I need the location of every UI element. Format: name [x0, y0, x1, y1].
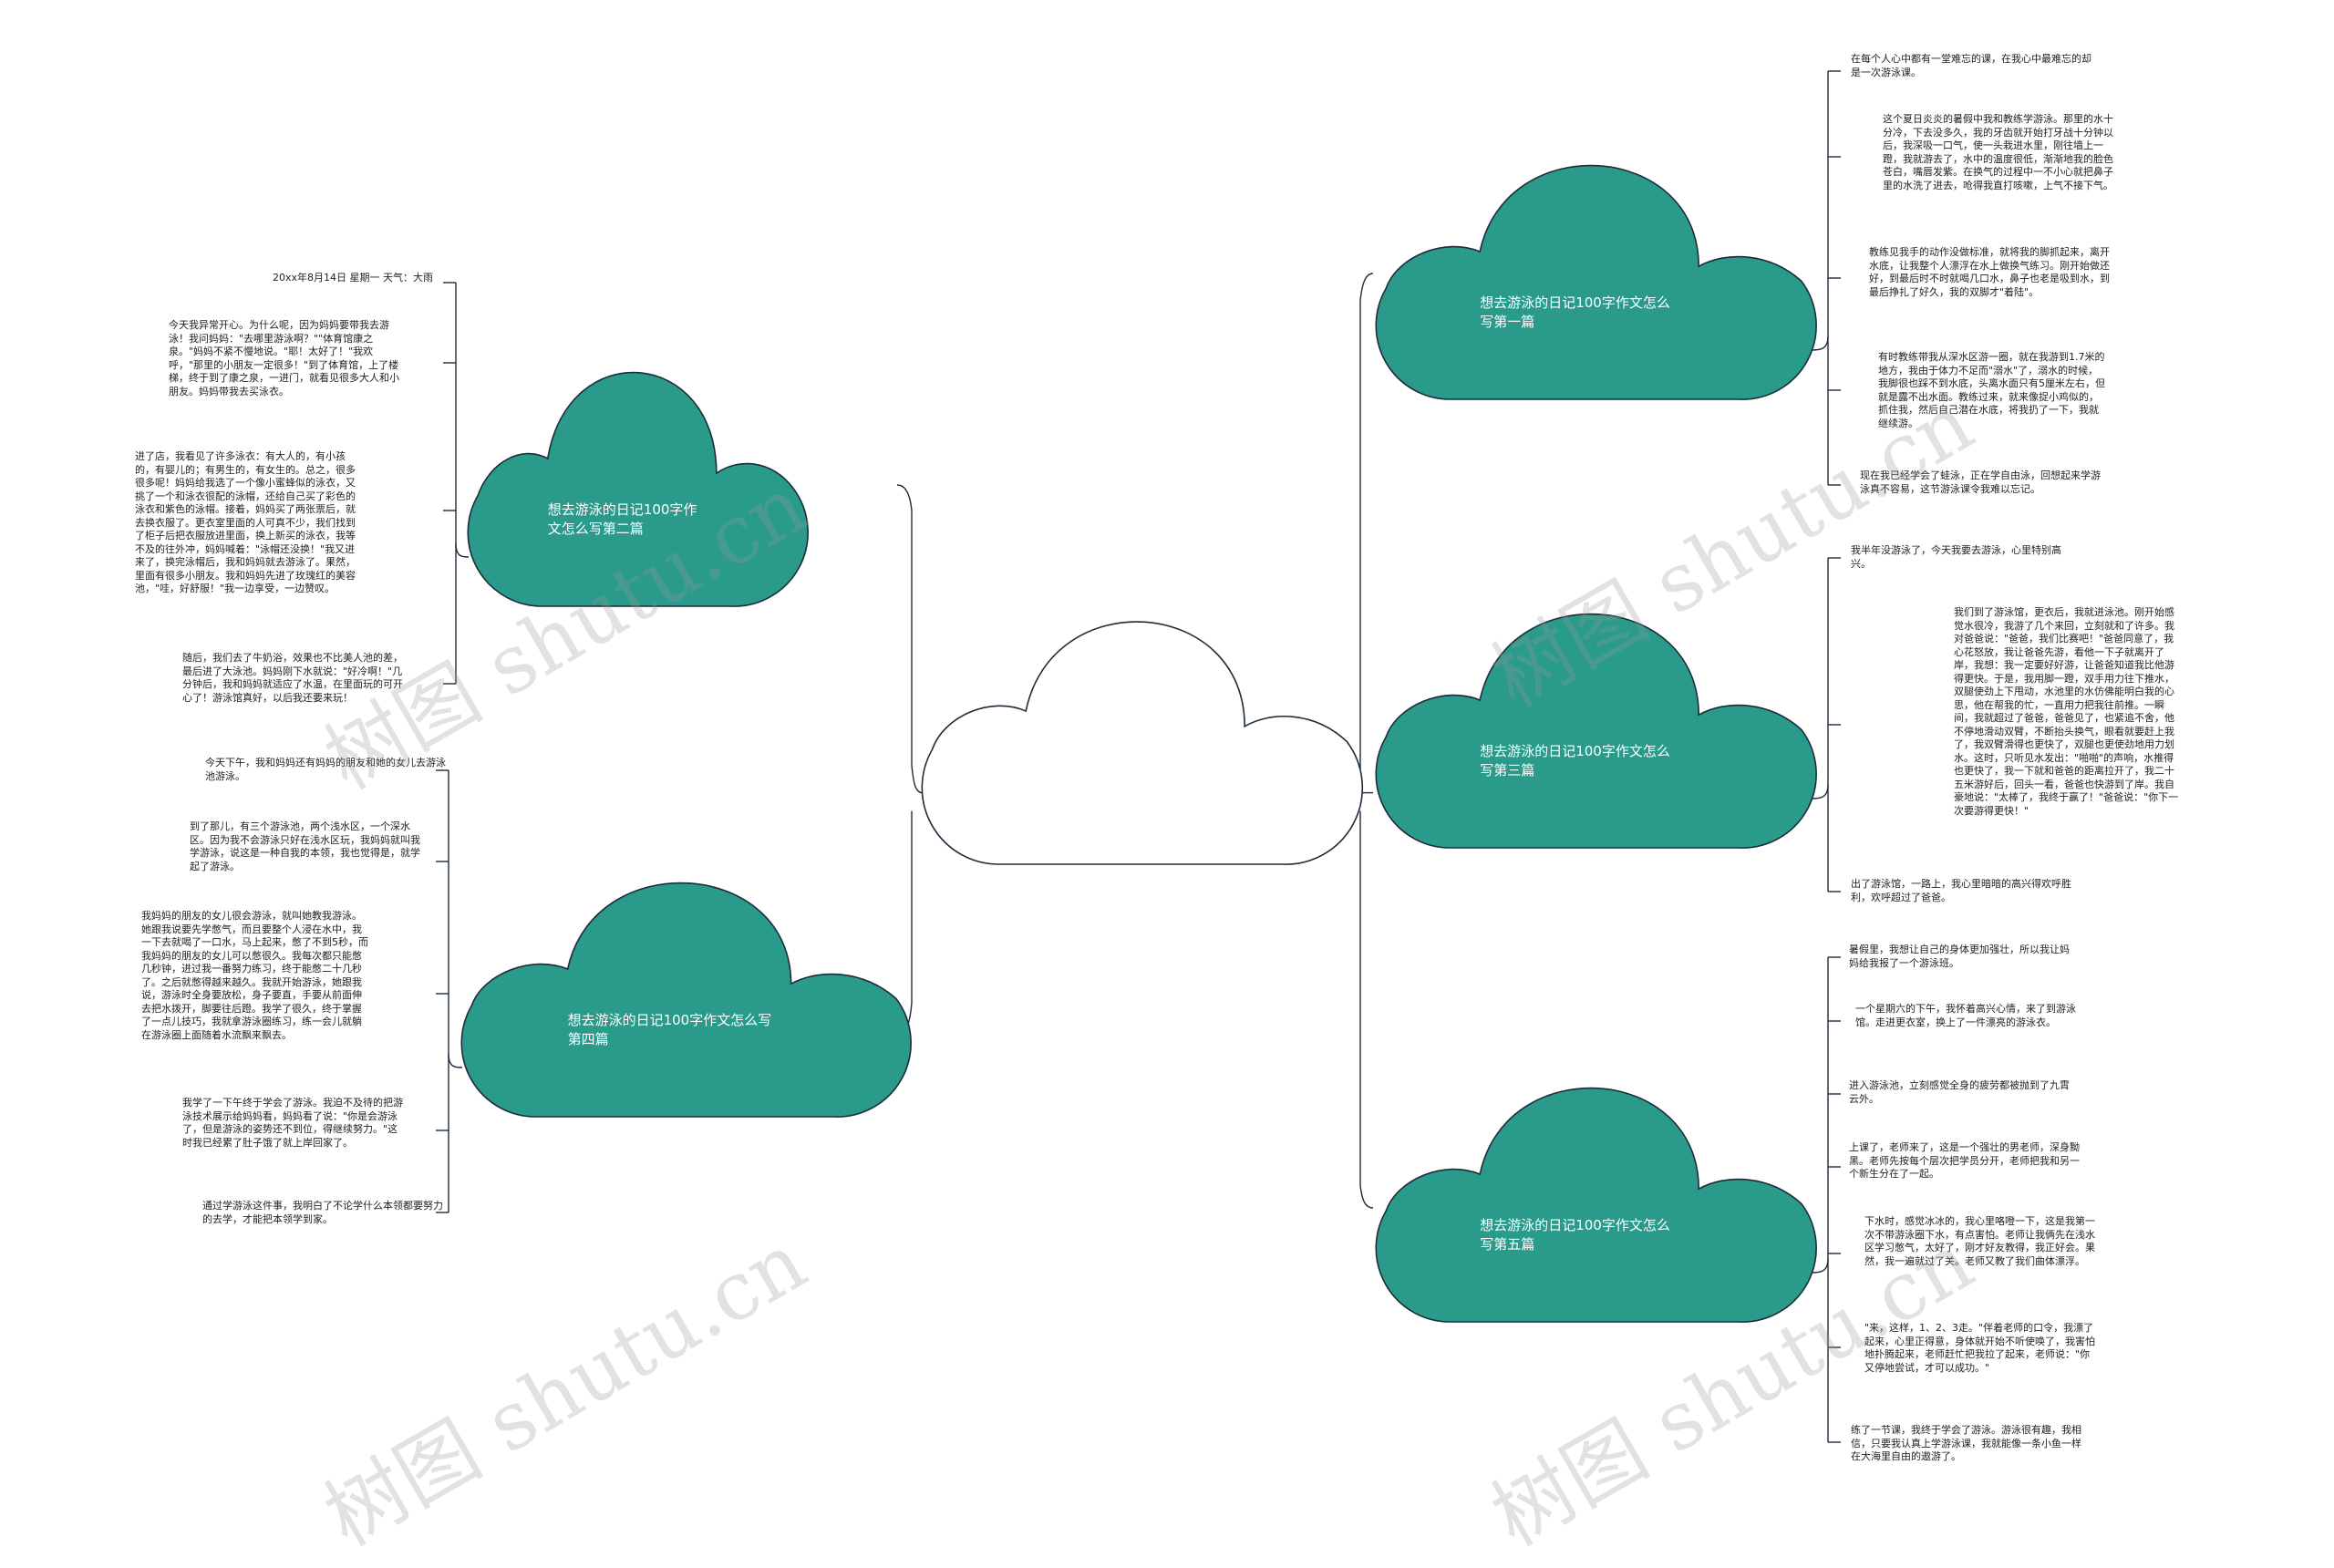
leaf-text-5-4: 上课了，老师来了，这是一个强壮的男老师，深身黝黑。老师先按每个层次把学员分开，老… [1849, 1141, 2080, 1180]
leaf-text-4-2: 到了那儿，有三个游泳池，两个浅水区，一个深水区。因为我不会游泳只好在浅水区玩，我… [190, 820, 420, 872]
center-cloud[interactable] [921, 621, 1364, 865]
leaf-text-1-2: 这个夏日炎炎的暑假中我和教练学游泳。那里的水十分冷，下去没多久，我的牙齿就开始打… [1883, 113, 2113, 191]
trunk-right-lower [1359, 810, 1374, 1209]
topic-label-3: 想去游泳的日记100字作文怎么写第三篇 [1480, 742, 1670, 779]
leaf-text-4-1: 今天下午，我和妈妈还有妈妈的朋友和她的女儿去游泳池游泳。 [205, 757, 446, 782]
trunk-left-upper [896, 484, 924, 794]
leaf-text-2-2: 今天我异常开心。为什么呢，因为妈妈要带我去游泳！我问妈妈："去哪里游泳啊？""体… [169, 319, 399, 397]
leaf-text-1-5: 现在我已经学会了蛙泳，正在学自由泳，回想起来学游泳真不容易，这节游泳课令我难以忘… [1860, 469, 2101, 495]
leaf-text-4-3: 我妈妈的朋友的女儿很会游泳，就叫她教我游泳。她跟我说要先学憋气，而且要整个人浸在… [141, 910, 368, 1041]
leaf-text-3-2: 我们到了游泳馆，更衣后，我就进泳池。刚开始感觉水很冷，我游了几个来回，立刻就和了… [1954, 606, 2179, 817]
leaf-text-5-3: 进入游泳池，立刻感觉全身的疲劳都被抛到了九霄云外。 [1849, 1079, 2070, 1105]
topic-label-1: 想去游泳的日记100字作文怎么写第一篇 [1480, 294, 1670, 330]
branch-connector-4 [448, 1053, 463, 1068]
leaf-text-2-4: 随后，我们去了牛奶浴，效果也不比美人池的差，最后进了大泳池。妈妈刚下水就说："好… [182, 652, 403, 704]
leaf-text-4-5: 通过学游泳这件事，我明白了不论学什么本领都要努力的去学，才能把本领学到家。 [202, 1200, 443, 1225]
topic-label-2: 想去游泳的日记100字作文怎么写第二篇 [547, 500, 697, 537]
leaf-text-1-1: 在每个人心中都有一堂难忘的课，在我心中最难忘的却是一次游泳课。 [1851, 53, 2091, 78]
mindmap-canvas [436, 70, 1841, 1443]
leaf-text-2-3: 进了店，我看见了许多泳衣：有大人的，有小孩的，有婴儿的；有男生的，有女生的。总之… [135, 450, 356, 594]
topic-cloud-3[interactable] [1375, 613, 1817, 849]
topic-cloud-4[interactable] [460, 882, 912, 1118]
leaf-text-5-6: "来，这样，1、2、3走。"伴着老师的口令，我漂了起来，心里正得意，身体就开始不… [1864, 1322, 2095, 1374]
topic-cloud-2[interactable] [467, 371, 809, 607]
leaf-text-5-5: 下水时，感觉冰冰的，我心里咯噔一下，这是我第一次不带游泳圈下水，有点害怕。老师让… [1864, 1215, 2095, 1267]
topic-label-5: 想去游泳的日记100字作文怎么写第五篇 [1480, 1216, 1670, 1253]
topic-cloud-1[interactable] [1375, 164, 1817, 400]
branch-connector-2 [455, 542, 470, 558]
leaf-text-5-7: 练了一节课，我终于学会了游泳。游泳很有趣，我相信，只要我认真上学游泳课，我就能像… [1851, 1424, 2081, 1462]
leaf-text-3-1: 我半年没游泳了，今天我要去游泳，心里特别高兴。 [1851, 544, 2061, 570]
leaf-text-2-1: 20xx年8月14日 星期一 天气：大雨 [272, 272, 433, 284]
topic-label-4: 想去游泳的日记100字作文怎么写第四篇 [567, 1011, 772, 1047]
leaf-text-5-2: 一个星期六的下午，我怀着高兴心情，来了到游泳馆。走进更衣室，换上了一件漂亮的游泳… [1855, 1003, 2076, 1028]
leaf-text-3-3: 出了游泳馆，一路上，我心里暗暗的高兴得欢呼胜利，欢呼超过了爸爸。 [1851, 878, 2071, 903]
leaf-text-1-3: 教练见我手的动作没做标准，就将我的脚抓起来，离开水底，让我整个人漂浮在水上做换气… [1869, 246, 2110, 298]
leaf-text-1-4: 有时教练带我从深水区游一圈，就在我游到1.7米的地方，我由于体力不足而"溺水"了… [1878, 351, 2105, 429]
leaf-text-4-4: 我学了一下午终于学会了游泳。我迫不及待的把游泳技术展示给妈妈看，妈妈看了说："你… [182, 1097, 403, 1149]
trunk-right-upper [1350, 273, 1374, 794]
leaf-text-5-1: 暑假里，我想让自己的身体更加强壮，所以我让妈妈给我报了一个游泳班。 [1849, 944, 2070, 969]
topic-cloud-5[interactable] [1375, 1087, 1817, 1323]
topic-clouds [460, 164, 1817, 1323]
